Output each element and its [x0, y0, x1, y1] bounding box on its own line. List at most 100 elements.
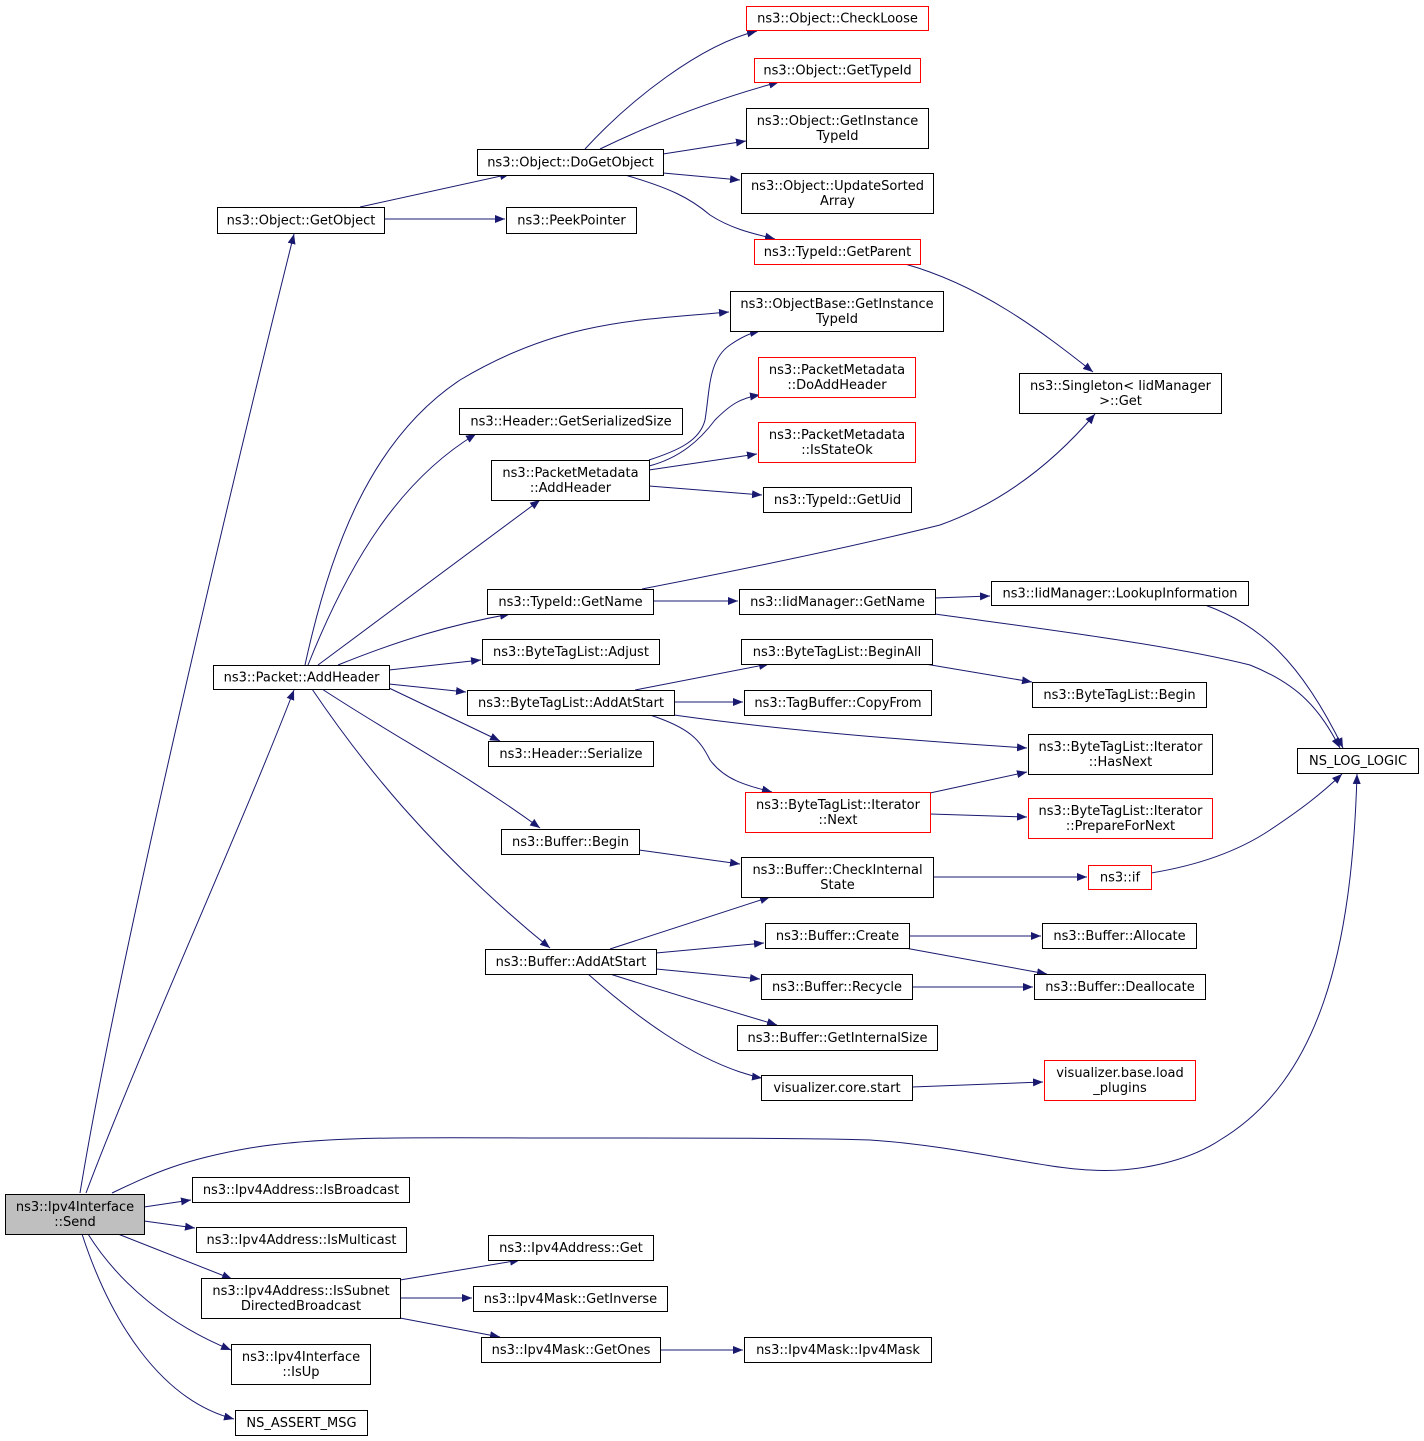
edge-buffer_addatstart-to-buffer_checkinternalstate: [609, 896, 771, 950]
node-label-line: DirectedBroadcast: [241, 1299, 361, 1314]
node-tagbuffer-copyfrom[interactable]: ns3::TagBuffer::CopyFrom: [744, 690, 932, 716]
node-label-line: TypeId: [815, 312, 858, 327]
edge-btl_iter_next-to-btl_iter_hasnext: [929, 770, 1028, 794]
node-obj-getobject[interactable]: ns3::Object::GetObject: [217, 207, 385, 234]
node-label-line: ns3::Ipv4Address::IsBroadcast: [203, 1183, 399, 1198]
edge-obj_getobject-to-obj_dogetobject: [359, 172, 511, 208]
node-header-getserializedsize[interactable]: ns3::Header::GetSerializedSize: [459, 408, 683, 435]
node-typeid-getname[interactable]: ns3::TypeId::GetName: [487, 589, 654, 615]
node-btl-beginall[interactable]: ns3::ByteTagList::BeginAll: [741, 639, 933, 665]
node-ns3-if[interactable]: ns3::if: [1088, 865, 1152, 890]
node-box: [231, 1344, 371, 1385]
node-pm-doaddheader[interactable]: ns3::PacketMetadata::DoAddHeader: [758, 357, 916, 398]
node-label-line: Array: [820, 194, 855, 209]
node-buffer-deallocate[interactable]: ns3::Buffer::Deallocate: [1034, 974, 1206, 1000]
node-buffer-begin[interactable]: ns3::Buffer::Begin: [501, 829, 640, 855]
node-label-line: ns3::if: [1100, 871, 1141, 886]
node-ipv4addr-ismulticast[interactable]: ns3::Ipv4Address::IsMulticast: [196, 1227, 407, 1253]
node-btl-iter-hasnext[interactable]: ns3::ByteTagList::Iterator::HasNext: [1028, 734, 1213, 775]
node-ipv4mask-getones[interactable]: ns3::Ipv4Mask::GetOnes: [481, 1337, 661, 1363]
node-label-line: ns3::IidManager::GetName: [750, 595, 925, 610]
node-iid-getname[interactable]: ns3::IidManager::GetName: [739, 589, 936, 615]
node-box: [746, 6, 929, 31]
edge-ipv4_send-to-ipv4addr_ismulticast: [143, 1220, 196, 1231]
node-box: [1088, 865, 1152, 890]
node-btl-addatstart[interactable]: ns3::ByteTagList::AddAtStart: [467, 690, 675, 716]
edge-pm_addheader-to-pm_isstateok: [648, 451, 758, 471]
node-label-line: ns3::Object::CheckLoose: [757, 12, 918, 27]
node-label-line: visualizer.core.start: [773, 1081, 900, 1096]
node-obj-gettypeid[interactable]: ns3::Object::GetTypeId: [754, 58, 921, 83]
node-obj-checkloose[interactable]: ns3::Object::CheckLoose: [746, 6, 929, 31]
node-box: [485, 949, 657, 975]
edge-pm_addheader-to-typeid_getuid: [648, 485, 763, 499]
edge-btl_beginall-to-btl_begin: [924, 663, 1033, 685]
node-header-serialize[interactable]: ns3::Header::Serialize: [488, 741, 654, 767]
node-label-line: ns3::PeekPointer: [517, 214, 626, 229]
node-iid-lookupinformation[interactable]: ns3::IidManager::LookupInformation: [991, 581, 1249, 606]
node-box: [192, 1177, 410, 1203]
edge-btl_addatstart-to-btl_iter_hasnext: [673, 714, 1028, 752]
node-btl-begin[interactable]: ns3::ByteTagList::Begin: [1032, 682, 1207, 708]
node-packet-addheader[interactable]: ns3::Packet::AddHeader: [213, 665, 390, 690]
node-label-line: NS_LOG_LOGIC: [1309, 754, 1407, 769]
edge-iid_getname-to-iid_lookupinformation: [934, 592, 991, 601]
node-label-line: NS_ASSERT_MSG: [246, 1416, 356, 1431]
node-btl-iter-next[interactable]: ns3::ByteTagList::Iterator::Next: [745, 792, 931, 833]
node-box: [745, 792, 931, 833]
node-buffer-allocate[interactable]: ns3::Buffer::Allocate: [1042, 923, 1197, 949]
node-ipv4iface-isup[interactable]: ns3::Ipv4Interface::IsUp: [231, 1344, 371, 1385]
node-buffer-getinternalsize[interactable]: ns3::Buffer::GetInternalSize: [737, 1025, 938, 1051]
edge-ipv4addr_issubnetdb-to-ipv4mask_getones: [399, 1317, 501, 1340]
node-vis-core-start[interactable]: visualizer.core.start: [761, 1075, 913, 1101]
node-buffer-addatstart[interactable]: ns3::Buffer::AddAtStart: [485, 949, 657, 975]
node-pm-addheader[interactable]: ns3::PacketMetadata::AddHeader: [491, 460, 650, 501]
node-box: [741, 639, 933, 665]
edge-buffer_addatstart-to-buffer_getinternalsize: [609, 973, 778, 1026]
node-box: [1028, 798, 1213, 839]
node-btl-adjust[interactable]: ns3::ByteTagList::Adjust: [482, 639, 660, 665]
node-label-line: ns3::Header::Serialize: [499, 747, 642, 762]
node-buffer-create[interactable]: ns3::Buffer::Create: [765, 923, 910, 949]
edge-packet_addheader-to-buffer_addatstart: [311, 688, 551, 949]
edge-typeid_getparent-to-singleton_get: [904, 263, 1094, 373]
node-ipv4-send[interactable]: ns3::Ipv4Interface::Send: [5, 1194, 145, 1235]
node-label-line: ns3::Ipv4Interface: [242, 1350, 360, 1365]
node-buffer-recycle[interactable]: ns3::Buffer::Recycle: [761, 974, 913, 1000]
node-ipv4addr-issubnetdb[interactable]: ns3::Ipv4Address::IsSubnetDirectedBroadc…: [201, 1278, 401, 1319]
node-box: [482, 639, 660, 665]
edge-btl_addatstart-to-btl_iter_next: [649, 714, 773, 794]
node-pm-isstateok[interactable]: ns3::PacketMetadata::IsStateOk: [758, 422, 916, 463]
node-singleton-get[interactable]: ns3::Singleton< IidManager>::Get: [1019, 373, 1222, 414]
edge-packet_addheader-to-btl_addatstart: [388, 683, 467, 695]
node-ipv4mask-ipv4mask[interactable]: ns3::Ipv4Mask::Ipv4Mask: [744, 1337, 932, 1363]
node-box: [481, 1337, 661, 1363]
node-obj-dogetobject[interactable]: ns3::Object::DoGetObject: [477, 149, 664, 176]
node-box: [744, 690, 932, 716]
node-ipv4addr-get[interactable]: ns3::Ipv4Address::Get: [488, 1235, 654, 1261]
node-label-line: ns3::Buffer::Allocate: [1053, 929, 1185, 944]
edge-btl_iter_next-to-btl_iter_preparefornext: [929, 812, 1028, 821]
edge-buffer_begin-to-buffer_checkinternalstate: [638, 849, 741, 867]
node-typeid-getparent[interactable]: ns3::TypeId::GetParent: [754, 239, 921, 265]
node-ns-assert-msg[interactable]: NS_ASSERT_MSG: [235, 1410, 368, 1436]
node-box: [744, 1337, 932, 1363]
node-box: [217, 207, 385, 234]
node-label-line: ns3::ByteTagList::AddAtStart: [478, 696, 664, 711]
node-ipv4addr-isbroadcast[interactable]: ns3::Ipv4Address::IsBroadcast: [192, 1177, 410, 1203]
node-label-line: ns3::ByteTagList::Adjust: [493, 645, 649, 660]
node-typeid-getuid[interactable]: ns3::TypeId::GetUid: [763, 487, 912, 513]
node-ipv4mask-getinverse[interactable]: ns3::Ipv4Mask::GetInverse: [473, 1286, 668, 1312]
node-peekpointer[interactable]: ns3::PeekPointer: [506, 207, 637, 234]
node-btl-iter-preparefornext[interactable]: ns3::ByteTagList::Iterator::PrepareForNe…: [1028, 798, 1213, 839]
edge-ipv4_send-to-packet_addheader: [85, 689, 295, 1194]
node-box: [506, 207, 637, 234]
node-ns-log-logic[interactable]: NS_LOG_LOGIC: [1297, 748, 1419, 774]
node-vis-base-loadplugins[interactable]: visualizer.base.load_plugins: [1044, 1060, 1196, 1101]
node-box: [1044, 1060, 1196, 1101]
